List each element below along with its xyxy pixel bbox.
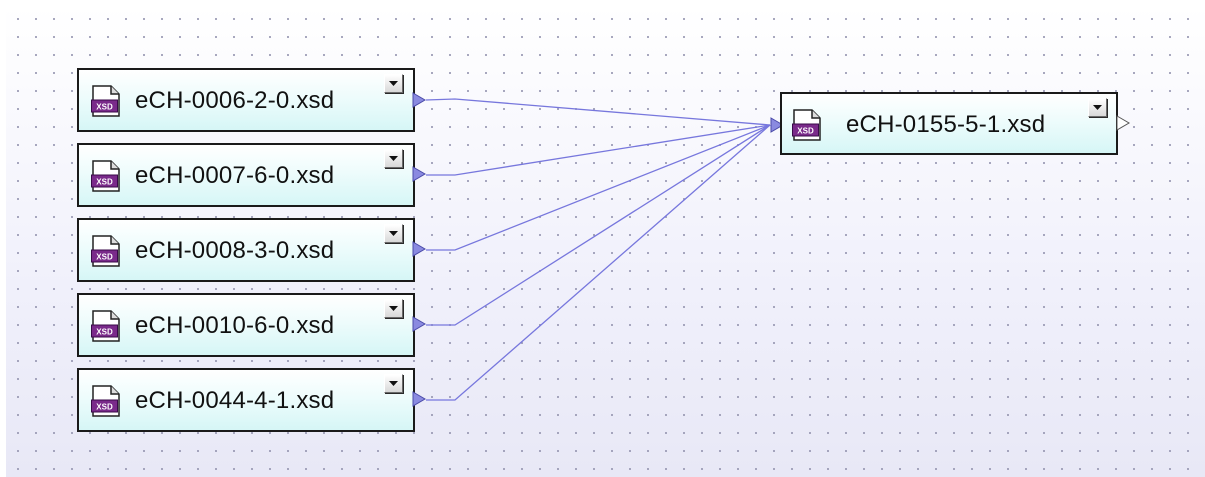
target-node[interactable]: XSD eCH-0155-5-1.xsd	[780, 92, 1118, 155]
output-port-icon[interactable]	[412, 391, 426, 407]
output-port-icon[interactable]	[412, 166, 426, 182]
dropdown-arrow-icon	[389, 306, 398, 311]
dropdown-button[interactable]	[384, 224, 403, 243]
svg-text:XSD: XSD	[96, 178, 113, 187]
dropdown-arrow-icon	[1093, 105, 1102, 110]
xsd-file-icon: XSD	[792, 109, 821, 141]
target-node-label: eCH-0155-5-1.xsd	[846, 111, 1046, 138]
dropdown-arrow-icon	[389, 231, 398, 236]
dropdown-button[interactable]	[384, 149, 403, 168]
output-port-icon[interactable]	[412, 92, 426, 108]
xsd-file-icon: XSD	[91, 160, 120, 192]
xsd-file-icon: XSD	[91, 85, 120, 117]
svg-text:XSD: XSD	[96, 103, 113, 112]
dropdown-button[interactable]	[384, 374, 403, 393]
source-node-label: eCH-0044-4-1.xsd	[135, 387, 335, 414]
source-node-3[interactable]: XSD eCH-0008-3-0.xsd	[77, 218, 415, 282]
dropdown-button[interactable]	[1088, 98, 1107, 117]
source-node-label: eCH-0006-2-0.xsd	[135, 87, 335, 114]
dropdown-arrow-icon	[389, 156, 398, 161]
output-port-icon[interactable]	[412, 241, 426, 257]
dropdown-button[interactable]	[384, 299, 403, 318]
xsd-file-icon: XSD	[91, 235, 120, 267]
xsd-file-icon: XSD	[91, 385, 120, 417]
source-node-2[interactable]: XSD eCH-0007-6-0.xsd	[77, 143, 415, 207]
source-node-1[interactable]: XSD eCH-0006-2-0.xsd	[77, 68, 415, 132]
dropdown-arrow-icon	[389, 381, 398, 386]
source-node-label: eCH-0008-3-0.xsd	[135, 237, 335, 264]
svg-text:XSD: XSD	[96, 403, 113, 412]
dropdown-button[interactable]	[384, 74, 403, 93]
svg-text:XSD: XSD	[96, 328, 113, 337]
output-port-icon[interactable]	[1116, 115, 1130, 131]
svg-text:XSD: XSD	[797, 127, 814, 136]
source-node-5[interactable]: XSD eCH-0044-4-1.xsd	[77, 368, 415, 432]
svg-text:XSD: XSD	[96, 253, 113, 262]
xsd-file-icon: XSD	[91, 310, 120, 342]
dropdown-arrow-icon	[389, 81, 398, 86]
source-node-4[interactable]: XSD eCH-0010-6-0.xsd	[77, 293, 415, 357]
source-node-label: eCH-0007-6-0.xsd	[135, 162, 335, 189]
input-port-icon[interactable]	[770, 117, 784, 133]
output-port-icon[interactable]	[412, 316, 426, 332]
source-node-label: eCH-0010-6-0.xsd	[135, 312, 335, 339]
